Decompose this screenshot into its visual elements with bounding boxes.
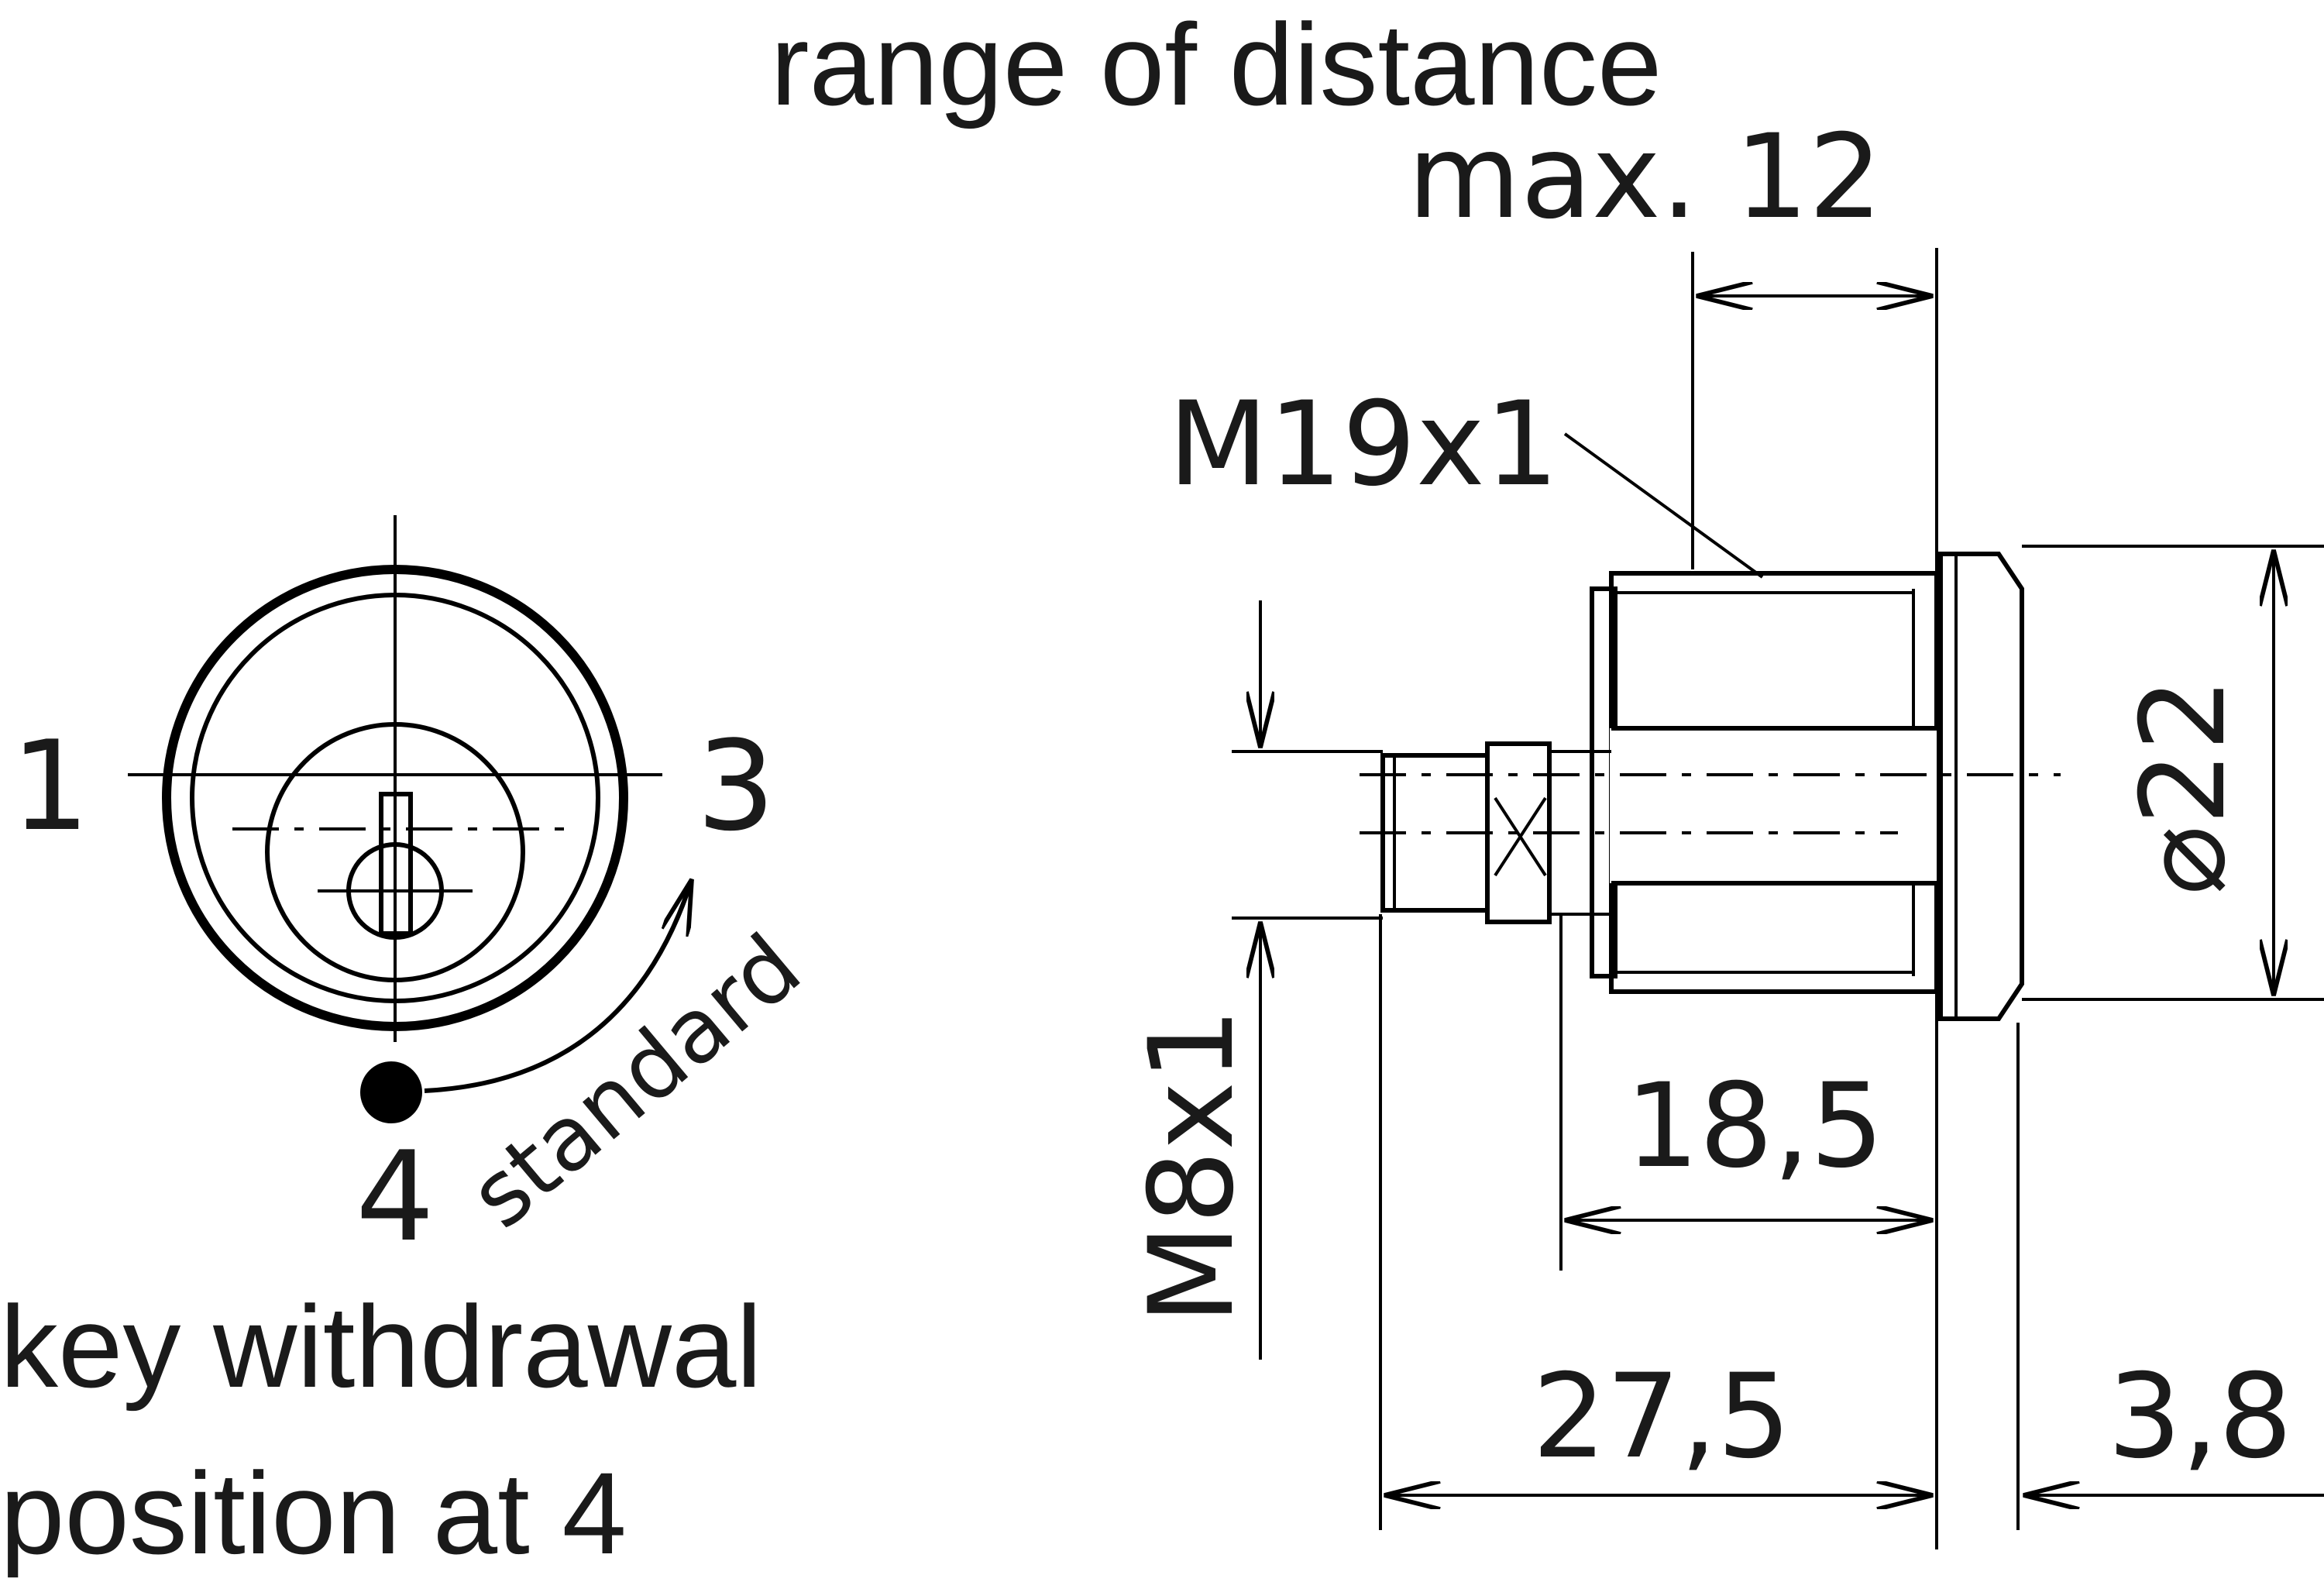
max-12-label: max. 12 xyxy=(1408,110,1882,245)
front-view xyxy=(128,515,692,1123)
position-4-label: 4 xyxy=(356,1124,435,1269)
side-view xyxy=(1232,248,2324,1549)
m19-leader xyxy=(1563,432,1764,579)
key-withdrawal-line1: key withdrawal xyxy=(0,1281,762,1412)
standard-label: standard xyxy=(451,915,820,1249)
dim-27-5-label: 27,5 xyxy=(1532,1350,1791,1484)
flange xyxy=(1938,552,2024,1021)
key-withdrawal-line2: position at 4 xyxy=(0,1448,627,1578)
dim-18-5-label: 18,5 xyxy=(1625,1059,1884,1194)
rotation-arrow xyxy=(424,879,692,1093)
body-cutout xyxy=(1610,728,1937,883)
position-1-label: 1 xyxy=(11,714,90,858)
position-4-dot xyxy=(360,1061,422,1123)
m8-label: M8x1 xyxy=(1125,1007,1260,1324)
m19-label: M19x1 xyxy=(1168,377,1559,512)
dim-3-8-label: 3,8 xyxy=(2108,1350,2293,1484)
position-3-label: 3 xyxy=(696,714,775,858)
nut-x-b xyxy=(1494,796,1547,877)
range-of-distance-label: range of distance xyxy=(771,0,1662,129)
diameter-22-label: ⌀22 xyxy=(2116,677,2251,895)
